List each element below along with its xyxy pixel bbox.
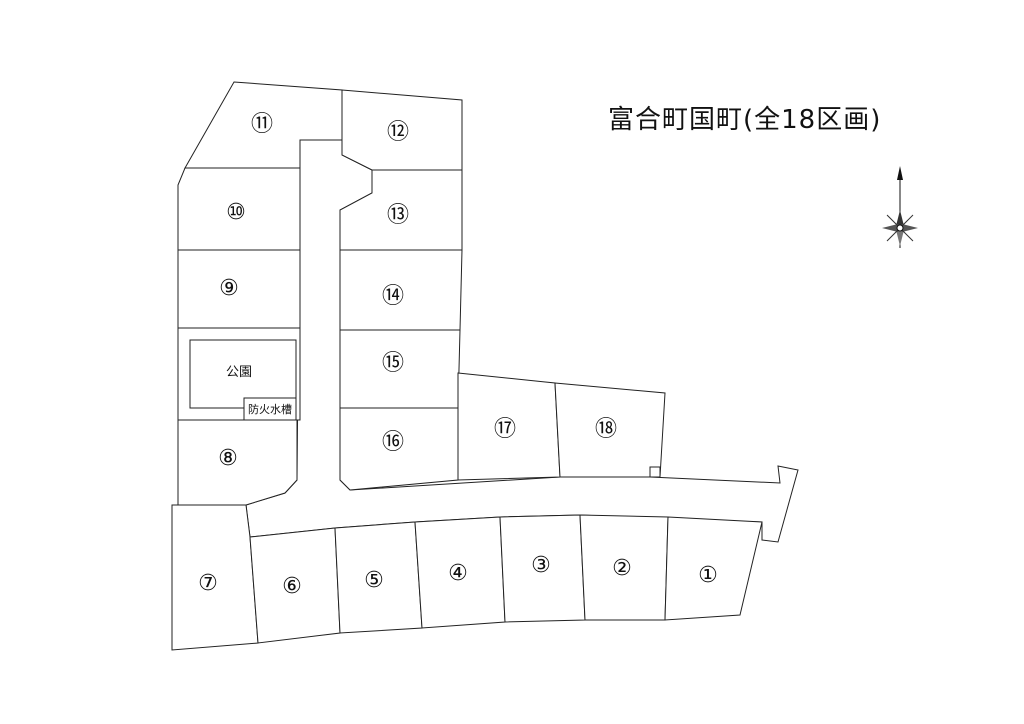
lot-9[interactable] [177,249,301,329]
lot-label-8: ⑧ [218,446,238,471]
lot-label-14: ⑭ [382,284,404,309]
lot-label-7: ⑦ [198,571,218,596]
lot-label-15: ⑮ [382,351,404,376]
small-marker [649,466,661,478]
lot-label-2: ② [612,556,632,581]
road [245,139,799,543]
lot-label-6: ⑥ [282,574,302,599]
lot-label-3: ③ [531,553,551,578]
lot-label-10: ⑩ [226,200,246,225]
lot-label-17: ⑰ [494,417,516,442]
lot-16[interactable] [339,407,459,491]
lot-label-5: ⑤ [364,568,384,593]
lot-label-16: ⑯ [382,430,404,455]
fire-cistern-label: 防火水槽 [248,402,292,416]
lot-label-9: ⑨ [219,276,239,301]
lot-label-1: ① [698,563,718,588]
lot-label-11: ⑪ [251,112,273,137]
park-label: 公園 [226,365,252,380]
lot-label-18: ⑱ [595,417,617,442]
north-arrow-compass-icon [882,166,918,248]
lot-label-4: ④ [448,561,468,586]
lot-labels: ① ② ③ ④ ⑤ ⑥ ⑦ ⑧ ⑨ ⑩ ⑪ ⑫ ⑬ ⑭ ⑮ ⑯ ⑰ ⑱ [198,112,718,599]
plan-title: 富合町国町(全18区画) [608,105,881,135]
lot-1[interactable] [664,516,763,621]
park[interactable] [189,339,297,409]
lot-label-13: ⑬ [387,203,409,228]
lot-label-12: ⑫ [387,120,409,145]
